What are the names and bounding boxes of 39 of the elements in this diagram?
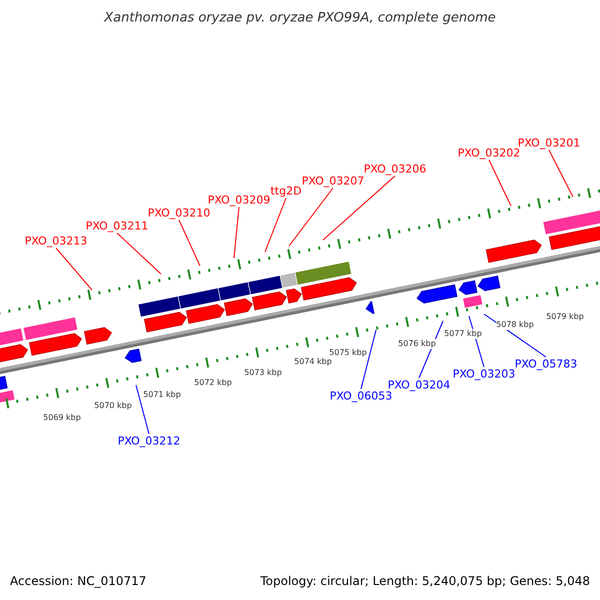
leader-line <box>322 176 396 240</box>
gene-label: PXO_03210 <box>148 208 210 218</box>
scale-label: 5073 kbp <box>244 368 282 378</box>
leader-line <box>360 330 376 390</box>
gene-label: PXO_03202 <box>458 148 520 158</box>
leader-line <box>56 248 92 290</box>
gene-label: ttg2D <box>270 186 302 196</box>
scale-label: 5077 kbp <box>444 329 482 339</box>
leader-line <box>288 188 334 246</box>
scale-label: 5069 kbp <box>43 413 81 423</box>
scale-label: 5071 kbp <box>143 390 181 400</box>
gene-label: PXO_03212 <box>118 436 180 446</box>
leader-line <box>234 206 240 258</box>
leader-line <box>116 232 162 274</box>
leader-line <box>264 198 286 252</box>
gene-label: PXO_03203 <box>452 368 516 380</box>
gene-label: PXO_03207 <box>302 176 364 186</box>
gene-label: PXO_03209 <box>208 194 270 206</box>
scale-label: 5079 kbp <box>546 312 584 322</box>
gene-label: PXO_03204 <box>388 380 450 390</box>
scale-label: 5072 kbp <box>194 378 232 388</box>
scale-label: 5075 kbp <box>329 348 367 358</box>
leader-line <box>488 160 512 206</box>
gene-label: PXO_03213 <box>24 236 88 246</box>
gene-label: PXO_05783 <box>514 358 578 370</box>
scale-label: 5074 kbp <box>294 357 332 367</box>
gene-label: PXO_06053 <box>330 390 392 402</box>
scale-label: 5078 kbp <box>496 320 534 330</box>
leader-line <box>178 220 200 266</box>
leader-line <box>548 150 574 198</box>
leader-line <box>136 384 150 434</box>
title: Xanthomonas oryzae pv. oryzae PXO99A, complete genome <box>104 12 496 24</box>
accession-text: Accession: NC_010717 <box>10 575 146 587</box>
gene-label: PXO_03201 <box>518 138 580 148</box>
gene-label: PXO_03206 <box>364 164 426 174</box>
scale-label: 5076 kbp <box>398 339 436 349</box>
scale-label: 5070 kbp <box>94 401 132 411</box>
gene-label: PXO_03211 <box>86 220 148 232</box>
genome-info-text: Topology: circular; Length: 5,240,075 bp; Genes: 5,048 <box>260 575 590 587</box>
